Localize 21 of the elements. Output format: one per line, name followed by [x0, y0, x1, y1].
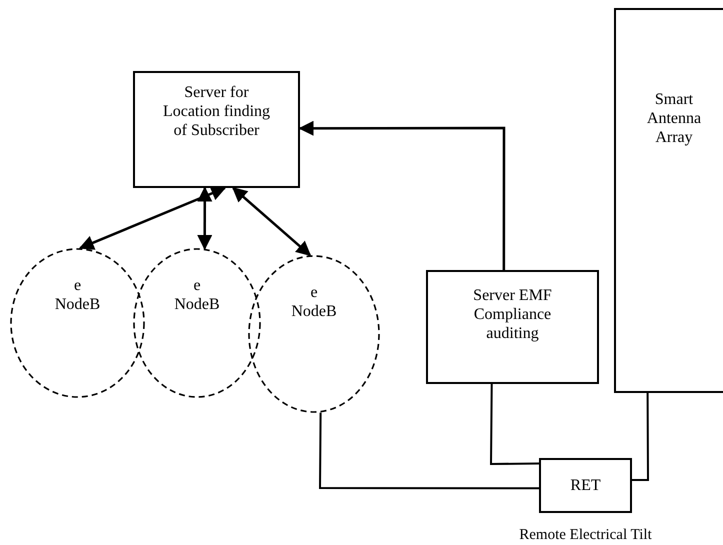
- server-box: [426, 270, 599, 384]
- arrow: [78, 186, 226, 250]
- node-label: Server for Location finding of Subscriber: [162, 83, 272, 140]
- node-label: Smart Antenna Array: [646, 90, 702, 147]
- base-station-circle: [133, 248, 261, 398]
- arrow: [197, 186, 212, 250]
- node-label: RET: [570, 476, 601, 495]
- base-station-circle: [248, 255, 380, 413]
- caption-text: Remote Electrical Tilt: [519, 527, 652, 544]
- antenna-array-box: [614, 8, 723, 393]
- connector-line: [319, 412, 539, 490]
- connector-line: [490, 384, 540, 466]
- node-label: e NodeB: [173, 276, 221, 314]
- connector-line: [632, 393, 649, 481]
- base-station-circle: [10, 248, 145, 398]
- server-box: [133, 71, 300, 188]
- arrow: [298, 120, 506, 270]
- arrow: [232, 187, 312, 256]
- node-label: Server EMF Compliance auditing: [472, 286, 553, 343]
- node-label: e NodeB: [54, 276, 102, 314]
- node-label: e NodeB: [290, 283, 338, 321]
